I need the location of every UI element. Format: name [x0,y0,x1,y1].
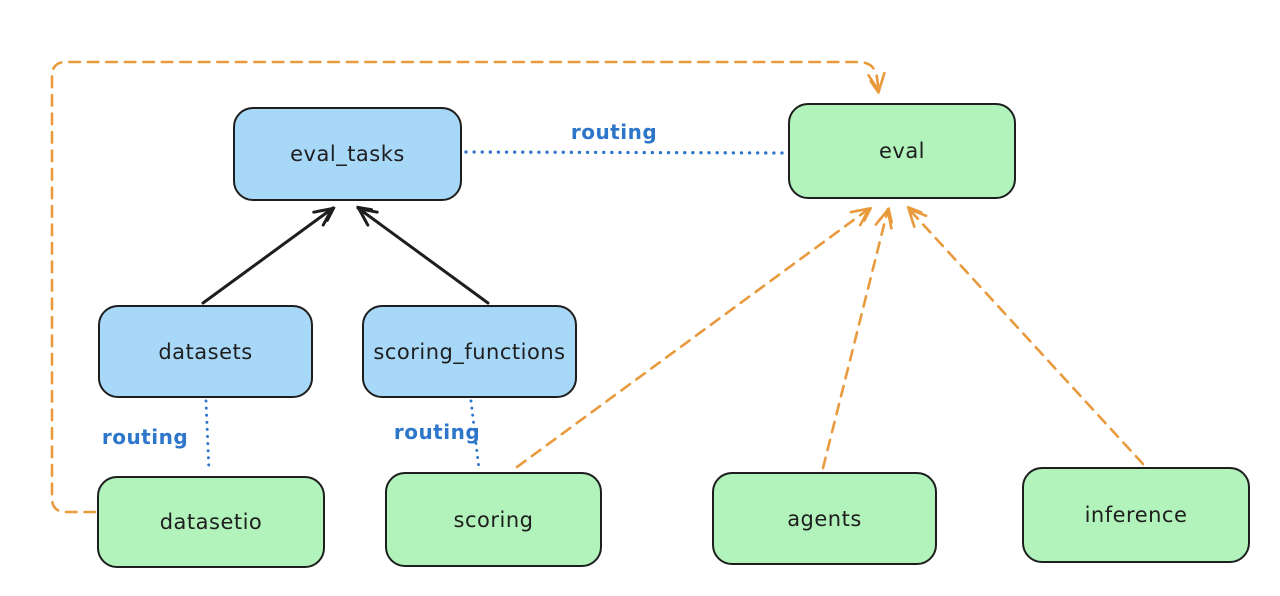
edge-inference-to-eval [906,205,1145,466]
node-datasetio: datasetio [97,476,325,568]
edge-scoring-functions-to-eval-tasks [355,205,490,305]
node-scoring-functions: scoring_functions [362,305,577,398]
edge-agents-to-eval [821,206,893,470]
node-eval-label: eval [878,139,926,163]
node-agents-label: agents [787,506,862,531]
node-scoring: scoring [385,472,602,567]
edge-scoring-functions-to-scoring-routing [469,399,481,471]
node-datasets-label: datasets [158,339,253,364]
edge-eval-tasks-to-eval-routing [464,150,787,155]
node-scoring-functions-label: scoring_functions [373,339,566,364]
node-inference: inference [1022,467,1250,563]
node-eval: eval [788,103,1016,199]
node-eval-tasks: eval_tasks [233,107,462,201]
routing-label-scoring-functions-scoring: routing [393,420,481,444]
node-datasetio-label: datasetio [159,510,263,534]
routing-label-eval-tasks-eval: routing [570,120,658,144]
node-eval-tasks-label: eval_tasks [290,142,405,166]
node-agents: agents [712,472,937,565]
edge-datasets-to-eval-tasks [201,206,336,305]
routing-label-datasets-datasetio: routing [101,425,189,449]
edge-datasets-to-datasetio-routing [204,399,211,473]
edge-scoring-to-eval [515,206,873,469]
edge-datasetio-to-eval [50,60,886,514]
node-scoring-label: scoring [453,507,534,532]
node-inference-label: inference [1084,503,1188,527]
node-datasets: datasets [98,305,313,398]
